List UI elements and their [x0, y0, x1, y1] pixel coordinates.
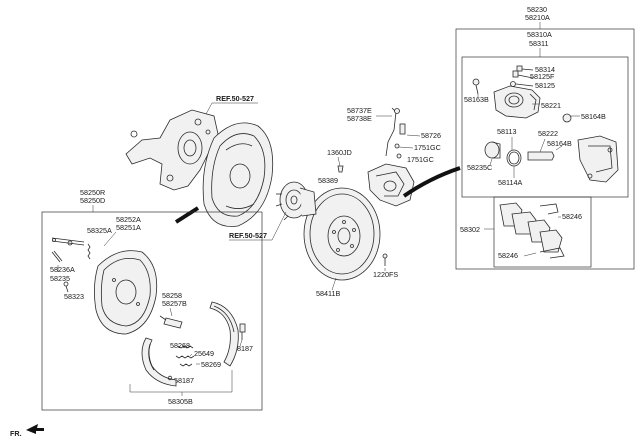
label-58125: 58125	[535, 81, 555, 90]
label-58246-bot: 58246	[498, 251, 518, 260]
brake-pads-part	[499, 202, 565, 259]
pin-boot-part	[562, 113, 580, 123]
label-1751gc-a: 1751GC	[414, 143, 441, 152]
label-58246-top: 58246	[562, 212, 582, 221]
label-58389: 58389	[318, 176, 338, 185]
label-58251a: 58251A	[116, 223, 141, 232]
steering-knuckle-part	[125, 109, 219, 191]
hold-down-pin-part	[239, 323, 246, 347]
label-58187-right: 58187	[233, 344, 253, 353]
parking-brake-box	[41, 211, 263, 411]
label-58258: 58258	[162, 291, 182, 300]
label-58737e: 58737E	[347, 106, 372, 115]
dust-shield-part	[202, 122, 274, 227]
leader-1751gc-a	[398, 146, 414, 149]
label-25649: 25649	[194, 349, 214, 358]
label-1751gc-b: 1751GC	[407, 155, 434, 164]
label-front: FR.	[10, 429, 22, 438]
label-58252a: 58252A	[116, 215, 141, 224]
assembly-arrow-2	[174, 206, 200, 224]
label-58250d: 58250D	[80, 196, 105, 205]
label-58323: 58323	[64, 292, 84, 301]
label-58325a: 58325A	[87, 226, 112, 235]
label-1360jd: 1360JD	[327, 148, 352, 157]
parking-shoe-left-part	[141, 337, 177, 387]
leader-1360jd	[337, 156, 341, 167]
caliper-housing-part	[493, 85, 541, 119]
assembly-arrow	[402, 166, 461, 198]
guide-bolt-part	[472, 78, 480, 97]
leader-58411b	[331, 277, 337, 291]
label-58314: 58314	[535, 65, 555, 74]
label-58310a: 58310A	[527, 30, 552, 39]
label-58221: 58221	[541, 101, 561, 110]
label-58250r: 58250R	[80, 188, 105, 197]
label-58236a: 58236A	[50, 265, 75, 274]
parking-backing-plate-part	[94, 250, 158, 335]
label-1220fs: 1220FS	[373, 270, 398, 279]
label-58235c: 58235C	[467, 163, 492, 172]
pin-part	[63, 281, 69, 293]
rear-caliper-part	[367, 163, 415, 207]
label-ref-mid: REF.50-527	[229, 231, 267, 240]
disc-screw-part	[382, 253, 388, 266]
brake-hose-part	[385, 107, 397, 157]
return-spring-part	[167, 345, 200, 381]
hose-group: 58737E 58738E 58726 1751GC 1751GC 1360JD…	[318, 106, 441, 207]
label-58187-bot: 58187	[174, 376, 194, 385]
guide-pin-part	[527, 138, 563, 161]
bleeder-bolt-part	[337, 165, 344, 173]
label-58235: 58235	[50, 274, 70, 283]
front-arrow-icon	[26, 424, 44, 434]
label-58269: 58269	[201, 360, 221, 369]
pad-kit-box	[493, 196, 592, 268]
label-58113: 58113	[497, 127, 516, 136]
ref-mid-leader	[271, 211, 287, 241]
label-58257b: 58257B	[162, 299, 187, 308]
wheel-hub-part	[275, 181, 317, 221]
adjuster-lever-part	[51, 237, 85, 246]
label-58411b: 58411B	[316, 289, 340, 298]
caliper-assembly-box	[455, 28, 635, 270]
label-58114a: 58114A	[498, 178, 522, 187]
piston-part	[484, 141, 501, 166]
label-58305b: 58305B	[168, 397, 193, 406]
label-58222: 58222	[538, 129, 558, 138]
adjuster-assembly-part	[159, 315, 183, 329]
label-58164b-bot: 58164B	[547, 139, 572, 148]
label-58311: 58311	[529, 39, 548, 48]
leader-58726	[406, 134, 421, 137]
label-58230: 58230	[527, 5, 547, 14]
label-58726: 58726	[421, 131, 441, 140]
leader-58257b	[169, 307, 173, 317]
label-ref-top: REF.50-527	[216, 94, 254, 103]
parking-shoe-right-part	[209, 301, 239, 367]
label-58268: 58268	[170, 341, 190, 350]
leader-58251a	[103, 231, 117, 247]
label-58125f: 58125F	[530, 72, 555, 81]
label-58210a: 58210A	[525, 13, 550, 22]
label-58164b-top: 58164B	[581, 112, 606, 121]
label-58302: 58302	[460, 225, 480, 234]
banjo-washer-part	[394, 143, 400, 149]
label-58738e: 58738E	[347, 114, 372, 123]
hose-bracket-part	[399, 123, 406, 135]
spring-part	[87, 243, 91, 260]
banjo-washer-part-2	[396, 153, 402, 159]
label-58163b: 58163B	[464, 95, 489, 104]
adjuster-screw-part	[51, 250, 63, 272]
caliper-assembly-group: 58230 58210A 58310A 58311 58314 58125F 5…	[455, 5, 635, 270]
caliper-bracket-part	[577, 135, 619, 183]
brake-disc-part	[303, 187, 381, 281]
piston-seal-part	[506, 137, 522, 178]
hose-fitting-part	[394, 108, 400, 114]
